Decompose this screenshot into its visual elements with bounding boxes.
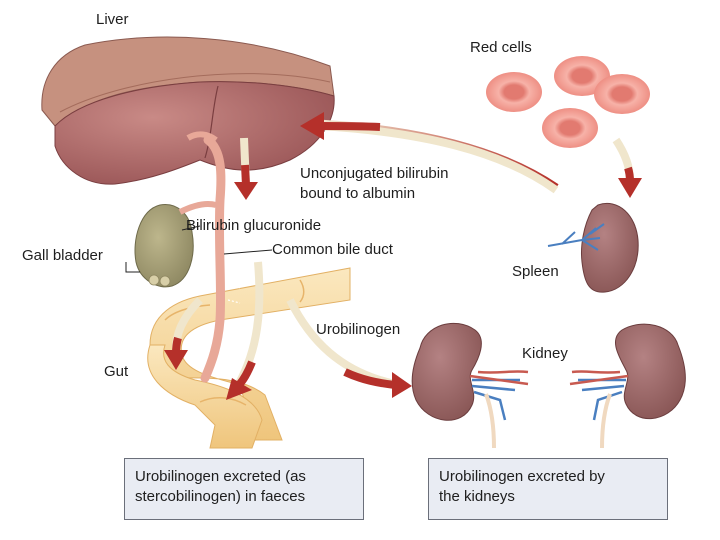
gall-bladder-illustration bbox=[134, 204, 194, 288]
left-kidney-vessels bbox=[471, 378, 520, 421]
label-unconjugated-bilirubin-1: Unconjugated bilirubin bbox=[300, 165, 449, 182]
red-cell-4 bbox=[542, 108, 598, 148]
cystic-duct-illustration bbox=[178, 200, 217, 215]
right-kidney-artery bbox=[569, 370, 629, 386]
arrow-spleen-to-liver-head bbox=[300, 112, 324, 140]
gut-fold-1 bbox=[164, 304, 211, 321]
label-common-bile-duct: Common bile duct bbox=[272, 241, 393, 258]
label-bilirubin-glucuronide: Bilirubin glucuronide bbox=[186, 217, 322, 234]
arrow-to-kidneys-red bbox=[343, 368, 396, 389]
label-gut: Gut bbox=[104, 363, 129, 380]
right-kidney-body bbox=[615, 323, 686, 419]
common-bile-duct-illustration bbox=[200, 135, 226, 383]
right-kidney-illustration bbox=[569, 323, 686, 449]
right-kidney-vessels bbox=[578, 378, 626, 421]
box-kidney-excretion: Urobilinogen excreted by the kidneys bbox=[428, 458, 668, 520]
label-spleen: Spleen bbox=[512, 263, 559, 280]
left-kidney-body bbox=[411, 322, 482, 421]
liver-illustration bbox=[41, 36, 335, 185]
liver-lobe-division bbox=[204, 85, 219, 159]
arrow-to-kidneys-shaft bbox=[286, 298, 396, 388]
gut-fold-3 bbox=[199, 397, 247, 406]
box-faeces-line-1: Urobilinogen excreted (as bbox=[135, 468, 306, 485]
arrow-liver-down-head bbox=[234, 182, 258, 200]
leader-gall-bladder bbox=[125, 262, 140, 273]
spleen-body bbox=[581, 203, 639, 293]
left-kidney-illustration bbox=[411, 322, 529, 449]
label-unconjugated-bilirubin-2: bound to albumin bbox=[300, 185, 416, 202]
right-ureter bbox=[600, 393, 612, 449]
spleen-illustration bbox=[547, 203, 639, 293]
left-kidney-artery bbox=[469, 370, 529, 386]
hepatic-duct-illustration bbox=[186, 131, 218, 143]
box-faeces-excretion: Urobilinogen excreted (as stercobilinoge… bbox=[124, 458, 364, 520]
label-liver: Liver bbox=[96, 11, 129, 28]
label-urobilinogen: Urobilinogen bbox=[316, 321, 401, 338]
spleen-vessels bbox=[547, 223, 605, 251]
liver-ridge bbox=[59, 73, 331, 113]
arrow-to-kidneys-head bbox=[392, 372, 412, 398]
red-cell-3 bbox=[594, 74, 650, 114]
box-faeces-line-2: stercobilinogen) in faeces bbox=[135, 488, 306, 505]
red-cell-1 bbox=[554, 56, 610, 96]
gall-stone-2 bbox=[159, 275, 171, 287]
gut-fold-2 bbox=[299, 279, 305, 303]
arrow-gut-curve-head bbox=[164, 350, 188, 370]
gall-stone-1 bbox=[148, 274, 160, 286]
arrow-duct-to-gut-head bbox=[226, 378, 252, 400]
red-cells-illustration bbox=[486, 56, 650, 148]
arrow-redcells-to-spleen-head bbox=[618, 178, 642, 198]
red-cell-2 bbox=[486, 72, 542, 112]
arrows bbox=[164, 112, 642, 400]
label-red-cells: Red cells bbox=[470, 39, 532, 56]
arrow-liver-down-red bbox=[241, 164, 250, 186]
leader-bilirubin-glucuronide bbox=[181, 225, 201, 231]
box-kidney-line-2: the kidneys bbox=[439, 488, 515, 505]
label-gall-bladder: Gall bladder bbox=[22, 247, 103, 264]
left-ureter bbox=[484, 393, 496, 449]
arrow-spleen-to-liver-red bbox=[319, 122, 381, 131]
label-kidney: Kidney bbox=[522, 345, 568, 362]
gut-descending bbox=[147, 344, 263, 449]
box-kidney-line-1: Urobilinogen excreted by bbox=[439, 468, 605, 485]
gall-bladder-body bbox=[134, 204, 194, 288]
leader-common-bile-duct bbox=[223, 249, 273, 255]
